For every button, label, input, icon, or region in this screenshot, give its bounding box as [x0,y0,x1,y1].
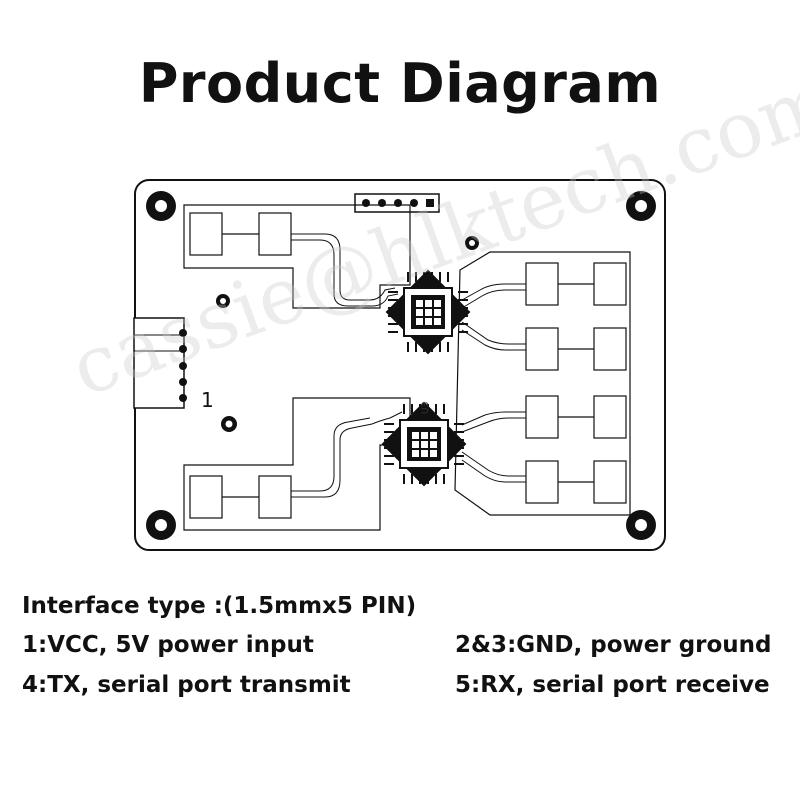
feed-lines [291,233,526,498]
pin4-description: 4:TX, serial port transmit [22,672,351,698]
patch-antenna-rx-4 [525,460,627,504]
mounting-hole-bottom-right [626,510,656,540]
pin1-label: 1 [201,388,214,412]
radar-chip-2 [381,401,467,487]
radar-chip-1 [385,269,471,355]
via-bottom [221,416,237,432]
patch-antenna-rx-3 [525,395,627,439]
mounting-hole-top-left [146,191,176,221]
mounting-hole-top-right [626,191,656,221]
pcb-diagram: 1 [133,179,666,551]
tx-antenna-region [183,204,411,309]
pin23-description: 2&3:GND, power ground [455,632,772,658]
top-pin-header [354,193,440,213]
page-title: Product Diagram [138,52,662,115]
chip-label: U3 [421,402,431,414]
tx2-antenna-region [183,397,411,531]
via-top [465,236,479,250]
interface-type-text: Interface type :(1.5mmx5 PIN) [22,593,417,619]
patch-antenna-tx-top [189,212,292,256]
pin1-description: 1:VCC, 5V power input [22,632,314,658]
interface-connector [133,317,187,409]
patch-antenna-rx-1 [525,262,627,306]
patch-antenna-rx-2 [525,327,627,371]
pin5-description: 5:RX, serial port receive [455,672,770,698]
via-left [216,294,230,308]
rx-antenna-region [454,251,631,516]
mounting-hole-bottom-left [146,510,176,540]
